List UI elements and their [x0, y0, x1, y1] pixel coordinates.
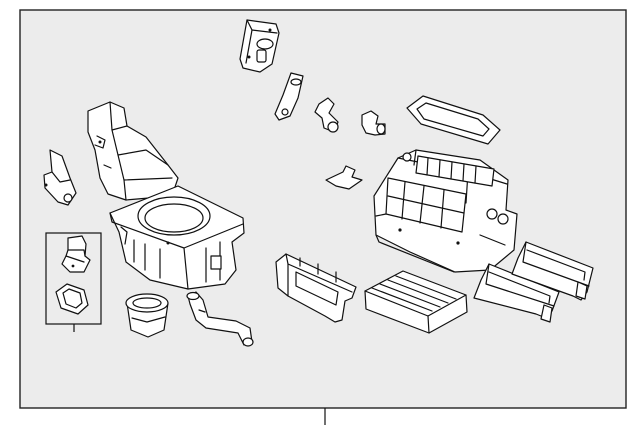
diagram-frame	[19, 9, 627, 409]
filter-cover-b[interactable]	[511, 241, 594, 301]
side-panel-bracket[interactable]	[275, 253, 357, 323]
cabin-air-filter[interactable]	[364, 270, 468, 334]
resistor-gasket[interactable]	[55, 283, 89, 315]
foam-seal-piece[interactable]	[325, 165, 363, 190]
resistor[interactable]	[61, 235, 91, 273]
hvac-case-assembly[interactable]	[373, 149, 518, 273]
filter-frame-seal[interactable]	[406, 95, 501, 145]
air-duct[interactable]	[87, 101, 179, 201]
blower-motor[interactable]	[125, 293, 169, 338]
link-arm-a[interactable]	[274, 72, 304, 121]
small-bracket[interactable]	[43, 149, 77, 206]
resistor-kit-callout	[45, 232, 102, 332]
link-arm-c[interactable]	[361, 110, 386, 136]
blower-housing[interactable]	[109, 185, 245, 290]
mode-actuator[interactable]	[239, 19, 280, 73]
link-arm-b[interactable]	[314, 97, 339, 133]
drain-hose[interactable]	[186, 291, 254, 347]
filter-cover-a[interactable]	[473, 263, 560, 323]
